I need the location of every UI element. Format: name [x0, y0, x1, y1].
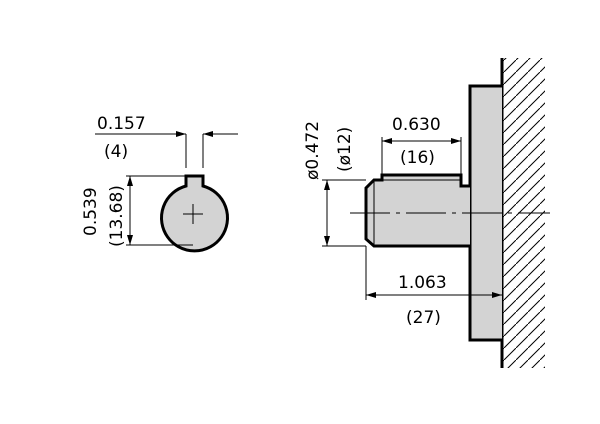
key-length-inch: 0.630: [392, 115, 441, 135]
shaft-length-dimension: 1.063 (27): [365, 246, 502, 328]
shaft-length-inch: 1.063: [398, 273, 447, 293]
shaft-height-dimension: 0.539 (13.68): [81, 175, 193, 247]
shaft-length-mm: (27): [406, 308, 441, 328]
shaft-side: [364, 173, 470, 248]
key-width-dimension: 0.157 (4): [95, 114, 238, 168]
end-view: 0.157 (4) 0.539 (13.68): [81, 114, 238, 253]
side-view: ø0.472 (ø12) 0.630 (16) 1.063 (27): [303, 58, 550, 368]
shaft-diameter-inch: ø0.472: [303, 121, 323, 180]
key-length-dimension: 0.630 (16): [381, 115, 462, 175]
key-width-mm: (4): [104, 142, 128, 162]
shaft-height-mm: (13.68): [107, 185, 127, 247]
shaft-diameter-dimension: ø0.472 (ø12): [303, 121, 366, 247]
shaft-height-inch: 0.539: [81, 187, 101, 236]
key-length-mm: (16): [400, 148, 435, 168]
shaft-diameter-mm: (ø12): [335, 127, 355, 172]
key-width-inch: 0.157: [97, 114, 146, 134]
end-view-shaft: [160, 174, 229, 253]
